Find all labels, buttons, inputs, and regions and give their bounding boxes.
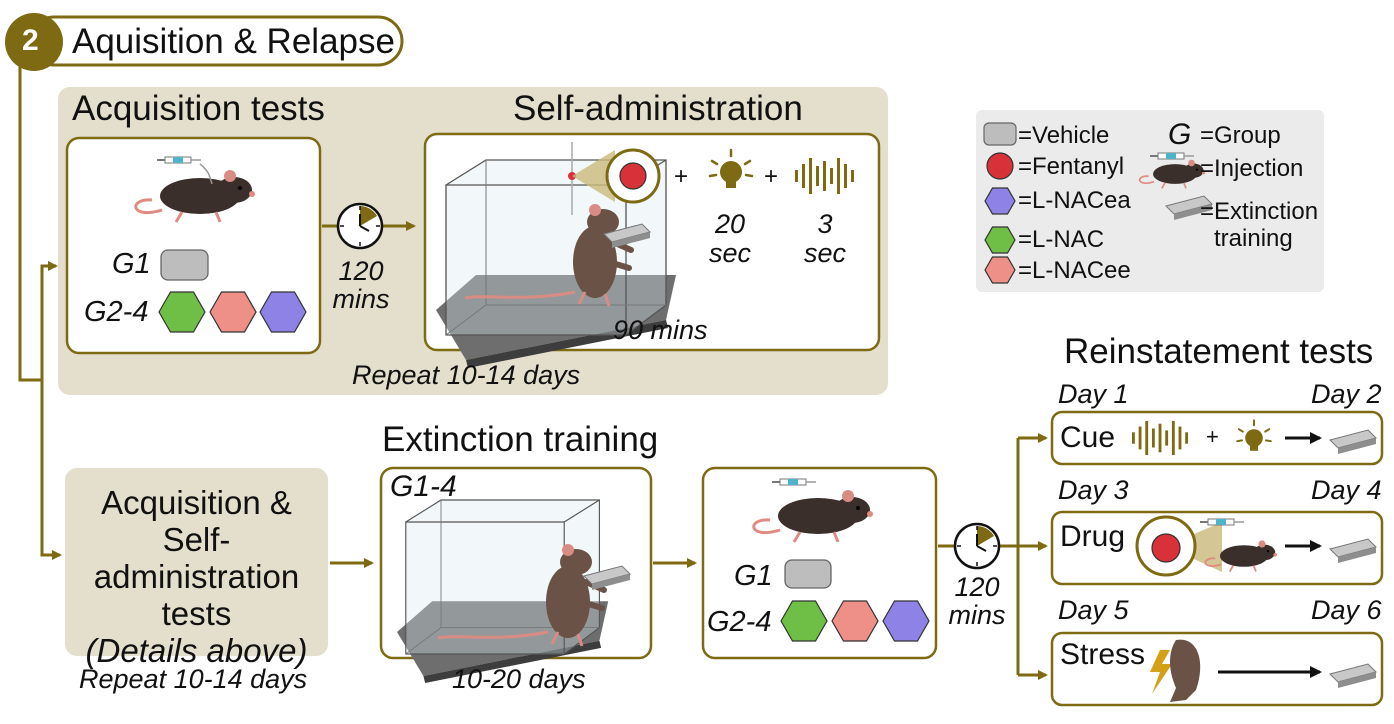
drug-label: Drug: [1060, 520, 1126, 553]
legend-group-symbol: G: [1168, 118, 1192, 151]
acq-repeat: Repeat 10-14 days: [352, 360, 581, 390]
legend-lnac: =L-NAC: [1018, 226, 1105, 253]
acq-wait-unit: mins: [332, 284, 390, 314]
paw-icon: [1170, 639, 1201, 702]
cue-label: Cue: [1060, 421, 1116, 454]
stress-day-b: Day 6: [1311, 595, 1382, 625]
cue-plus: +: [1206, 424, 1219, 449]
stress-day-a: Day 5: [1058, 595, 1129, 625]
cue-day-a: Day 1: [1058, 379, 1129, 409]
extinction-duration: 10-20 days: [452, 664, 586, 694]
treatment-clock-icon: [953, 522, 1001, 570]
summary-line4: (Details above): [85, 632, 308, 669]
section-number: 2: [22, 24, 39, 57]
sa-plus-1: +: [674, 163, 689, 190]
fentanyl-pill: [619, 162, 647, 190]
summary-text: Acquisition & Self-administration tests …: [65, 484, 328, 669]
legend-lnacee: =L-NACee: [1018, 257, 1131, 284]
summary-line1: Acquisition &: [101, 484, 292, 521]
summary-repeat: Repeat 10-14 days: [79, 664, 308, 694]
legend-group: =Group: [1200, 122, 1281, 149]
legend-fentanyl: =Fentanyl: [1018, 153, 1125, 180]
drug-day-b: Day 4: [1311, 475, 1382, 505]
treatment-group1-label: G1: [734, 560, 773, 592]
legend-box: [976, 110, 1324, 292]
tone-duration-unit: sec: [803, 238, 847, 268]
summary-line2: Self-administration: [93, 521, 300, 595]
legend-extinction-2: training: [1214, 225, 1293, 252]
summary-line3: tests: [161, 595, 232, 632]
extinction-groups: G1-4: [390, 470, 457, 503]
light-duration-value: 20: [714, 209, 746, 239]
legend-lnacea: =L-NACea: [1018, 187, 1131, 214]
legend-extinction: =Extinction: [1200, 198, 1319, 225]
acq-connector: [18, 60, 58, 382]
sa-plus-2: +: [764, 163, 779, 190]
treatment-wait-unit: mins: [948, 600, 1006, 630]
treatment-wait-value: 120: [954, 572, 1000, 602]
summary-panel: [65, 468, 328, 656]
drug-day-a: Day 3: [1058, 475, 1129, 505]
treatment-group2-label: G2-4: [707, 606, 772, 638]
stress-label: Stress: [1060, 638, 1146, 671]
extinction-title: Extinction training: [382, 420, 659, 459]
clock-icon: [336, 202, 384, 250]
acquisition-box: [65, 136, 322, 355]
legend-injection: =Injection: [1200, 155, 1304, 182]
reinstatement-title: Reinstatement tests: [1064, 332, 1374, 371]
stress-box: [1050, 631, 1384, 707]
shock-icon: [1150, 650, 1172, 694]
light-duration-unit: sec: [708, 238, 752, 268]
cue-day-b: Day 2: [1311, 379, 1382, 409]
tone-duration-value: 3: [817, 209, 833, 239]
section-title: Aquisition & Relapse: [72, 22, 395, 61]
sa-duration: 90 mins: [613, 315, 708, 345]
acq-group2-label: G2-4: [84, 296, 149, 328]
cue-box: [1050, 410, 1384, 466]
acq-wait-value: 120: [338, 256, 384, 286]
vehicle-capsule: [160, 249, 209, 281]
legend-vehicle: =Vehicle: [1018, 122, 1110, 149]
self-admin-title: Self-administration: [513, 89, 803, 128]
acq-group1-label: G1: [112, 248, 151, 280]
section-number-badge: [5, 13, 63, 71]
acquisition-title: Acquisition tests: [72, 89, 325, 128]
summary-connector: [40, 380, 62, 560]
